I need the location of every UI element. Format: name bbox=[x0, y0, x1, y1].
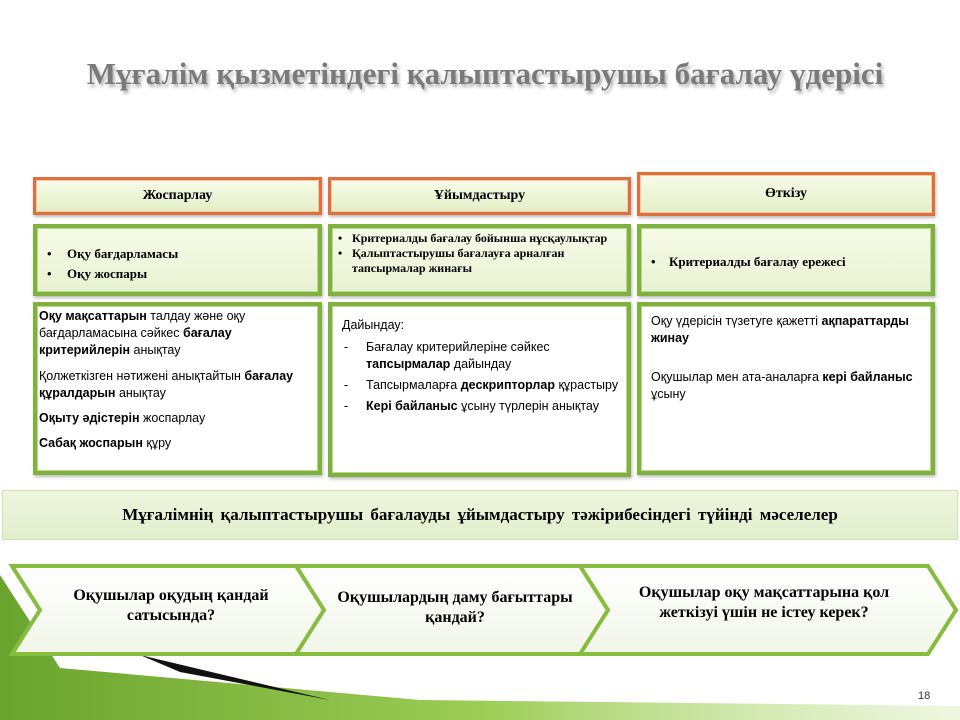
slide-title: Мұғалім қызметіндегі қалыптастырушы баға… bbox=[86, 56, 884, 91]
detail-paragraph: Тапсырмаларға дескрипторлар құрастыру bbox=[342, 377, 619, 394]
detail-text: Бағалау критерийлеріне сәйкес bbox=[366, 340, 550, 354]
detail-text: Тапсырмаларға bbox=[366, 378, 461, 392]
conducting-details-box: Оқу үдерісін түзетуге қажетті ақпараттар… bbox=[637, 302, 935, 475]
detail-bold: кері байланыс bbox=[822, 370, 913, 384]
detail-bold: тапсырмалар bbox=[366, 357, 451, 371]
list-item: Критериалды бағалау бойынша нұсқаулықтар bbox=[332, 231, 627, 246]
detail-text: Оқушылар мен ата-аналарға bbox=[651, 370, 823, 384]
detail-bold: Кері байланыс bbox=[366, 399, 458, 413]
detail-text: жоспарлау bbox=[139, 411, 206, 425]
page-number: 18 bbox=[918, 690, 931, 702]
list-item: Қалыптастырушы бағалауға арналған тапсыр… bbox=[332, 246, 627, 276]
detail-paragraph: Бағалау критерийлеріне сәйкес тапсырмала… bbox=[342, 339, 619, 373]
bullet-list: Оқу бағдарламасы Оқу жоспары bbox=[37, 244, 178, 284]
detail-intro: Дайындау: bbox=[342, 318, 405, 332]
detail-paragraph: Оқыту әдістерін жоспарлау bbox=[39, 410, 314, 427]
column-header-label: Өткізу bbox=[764, 186, 808, 201]
question-1: Оқушылар оқудың қандай сатысында? bbox=[73, 587, 269, 624]
detail-text: ұсыну түрлерін анықтау bbox=[457, 399, 599, 413]
organizing-bullets-box: Критериалды бағалау бойынша нұсқаулықтар… bbox=[328, 224, 631, 296]
detail-text: талдау және оқу бағдарламасына сәйкес bbox=[39, 309, 246, 340]
bullet-list: Критериалды бағалау ережесі bbox=[641, 252, 846, 272]
detail-bold: бағалау критерийлерін bbox=[39, 326, 232, 357]
detail-text: құрастыру bbox=[554, 378, 619, 392]
detail-paragraph: Қолжеткізген нәтижені анықтайтын бағалау… bbox=[39, 368, 314, 402]
detail-paragraph: Кері байланыс ұсыну түрлерін анықтау bbox=[342, 398, 619, 415]
banner-text: Мұғалімнің қалыптастырушы бағалауды ұйым… bbox=[122, 505, 838, 524]
chevron-shape-3 bbox=[576, 564, 959, 656]
organizing-details-box: Дайындау: Бағалау критерийлеріне сәйкес … bbox=[328, 302, 631, 477]
column-header-organizing: Ұйымдастыру bbox=[328, 177, 631, 215]
detail-bold: Оқыту әдістерін bbox=[39, 411, 140, 425]
bullet-list: Критериалды бағалау бойынша нұсқаулықтар… bbox=[332, 231, 627, 276]
detail-text: анықтау bbox=[130, 343, 181, 357]
planning-details-box: Оқу мақсаттарын талдау және оқу бағдарла… bbox=[33, 302, 322, 475]
chevron-process-graphic bbox=[0, 564, 960, 720]
list-item: Оқу бағдарламасы bbox=[37, 244, 178, 264]
planning-bullets-box: Оқу бағдарламасы Оқу жоспары bbox=[33, 224, 322, 296]
detail-paragraph: Оқу мақсаттарын талдау және оқу бағдарла… bbox=[39, 308, 314, 359]
column-header-conducting: Өткізу bbox=[637, 172, 935, 216]
list-item: Критериалды бағалау ережесі bbox=[641, 252, 846, 272]
detail-paragraph: Оқу үдерісін түзетуге қажетті ақпараттар… bbox=[651, 313, 921, 347]
key-issues-banner: Мұғалімнің қалыптастырушы бағалауды ұйым… bbox=[2, 490, 958, 540]
list-item: Оқу жоспары bbox=[37, 264, 178, 284]
detail-bold: бағалау құралдарын bbox=[39, 369, 294, 400]
green-swoosh-shape bbox=[0, 575, 960, 720]
column-header-planning: Жоспарлау bbox=[33, 177, 322, 215]
detail-text: Оқу үдерісін түзетуге қажетті bbox=[651, 314, 822, 328]
conducting-bullets-box: Критериалды бағалау ережесі bbox=[637, 224, 935, 296]
detail-text: құру bbox=[142, 436, 172, 450]
detail-bold: дескрипторлар bbox=[460, 378, 555, 392]
question-3: Оқушылар оқу мақсаттарына қол жеткізуі ү… bbox=[638, 584, 890, 621]
question-2: Оқушылардың даму бағыттары қандай? bbox=[337, 589, 573, 626]
detail-paragraph: Сабақ жоспарын құру bbox=[39, 435, 314, 452]
detail-text: анықтау bbox=[115, 386, 166, 400]
column-header-label: Жоспарлау bbox=[142, 188, 213, 203]
detail-text: Қолжеткізген нәтижені анықтайтын bbox=[39, 369, 245, 383]
detail-paragraph: Оқушылар мен ата-аналарға кері байланыс … bbox=[651, 369, 921, 403]
detail-bold: Сабақ жоспарын bbox=[39, 436, 143, 450]
detail-bold: ақпараттарды жинау bbox=[651, 314, 909, 345]
column-header-label: Ұйымдастыру bbox=[433, 188, 526, 203]
detail-text: ұсыну bbox=[651, 387, 686, 401]
detail-bold: Оқу мақсаттарын bbox=[39, 309, 147, 323]
detail-text: дайындау bbox=[450, 357, 512, 371]
